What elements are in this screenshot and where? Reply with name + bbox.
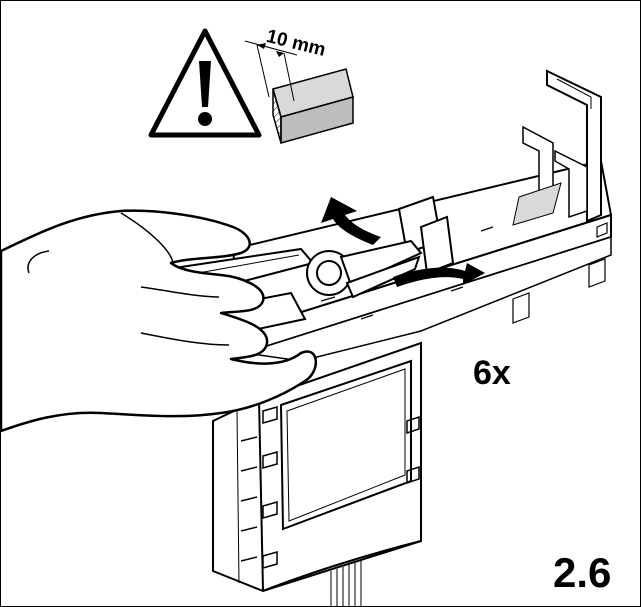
strip-length-icon (244, 40, 354, 144)
repeat-count-label: 6x (473, 354, 511, 392)
step-number-label: 2.6 (553, 549, 612, 596)
curved-up-arrow-icon (321, 197, 381, 245)
carrier-rail (231, 69, 613, 362)
warning-triangle-icon (148, 28, 262, 138)
terminal-module (212, 341, 422, 606)
curved-rotate-arrow-icon (393, 263, 485, 287)
hand-illustration (1, 209, 318, 433)
